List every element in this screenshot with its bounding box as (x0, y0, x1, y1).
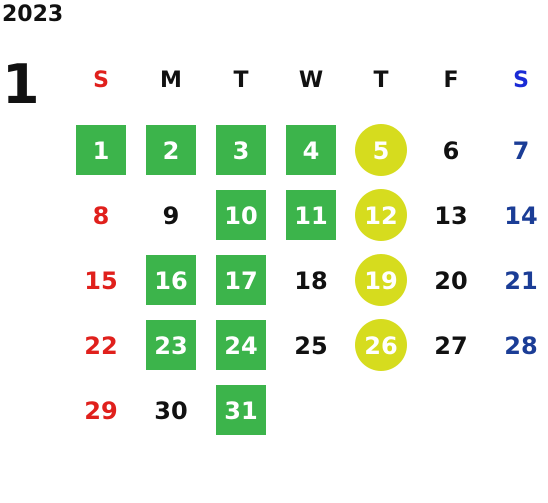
calendar-day-15[interactable]: 15 (66, 248, 136, 313)
calendar-day-23[interactable]: 23 (136, 313, 206, 378)
calendar-day-27[interactable]: 27 (416, 313, 486, 378)
highlight-square (216, 255, 266, 305)
day-number: 12 (364, 201, 398, 230)
calendar-day-30[interactable]: 30 (136, 378, 206, 443)
calendar-day-24[interactable]: 24 (206, 313, 276, 378)
day-number: 1 (92, 136, 110, 165)
highlight-square (146, 320, 196, 370)
calendar-day-29[interactable]: 29 (66, 378, 136, 443)
calendar-day-13[interactable]: 13 (416, 183, 486, 248)
day-number: 18 (294, 266, 328, 295)
day-number: 31 (224, 396, 258, 425)
calendar-day-25[interactable]: 25 (276, 313, 346, 378)
calendar-day-empty (276, 378, 346, 443)
calendar-day-empty (486, 378, 548, 443)
calendar-day-8[interactable]: 8 (66, 183, 136, 248)
calendar-day-empty (346, 378, 416, 443)
day-number: 4 (302, 136, 320, 165)
day-number: 30 (154, 396, 188, 425)
calendar-day-5[interactable]: 5 (346, 118, 416, 183)
weekday-header-thursday: T (373, 67, 389, 93)
weekday-header-saturday: S (513, 67, 529, 93)
day-number: 7 (512, 136, 530, 165)
day-number: 14 (504, 201, 538, 230)
calendar-day-19[interactable]: 19 (346, 248, 416, 313)
highlight-square (216, 190, 266, 240)
calendar-day-16[interactable]: 16 (136, 248, 206, 313)
weekday-header-row: S M T W T F S (66, 60, 548, 100)
year-label: 2023 (2, 2, 64, 27)
weekday-header-monday: M (160, 67, 182, 93)
calendar-day-9[interactable]: 9 (136, 183, 206, 248)
day-number: 16 (154, 266, 188, 295)
day-number: 19 (364, 266, 398, 295)
highlight-square (286, 190, 336, 240)
day-number: 20 (434, 266, 468, 295)
calendar-day-17[interactable]: 17 (206, 248, 276, 313)
calendar-day-14[interactable]: 14 (486, 183, 548, 248)
day-number: 11 (294, 201, 328, 230)
calendar-day-10[interactable]: 10 (206, 183, 276, 248)
day-number: 5 (372, 136, 390, 165)
day-number: 9 (162, 201, 180, 230)
day-number: 29 (84, 396, 118, 425)
highlight-square (146, 255, 196, 305)
calendar-day-2[interactable]: 2 (136, 118, 206, 183)
day-number: 22 (84, 331, 118, 360)
day-number: 21 (504, 266, 538, 295)
day-number: 28 (504, 331, 538, 360)
highlight-square (76, 125, 126, 175)
day-number: 8 (92, 201, 110, 230)
day-number: 24 (224, 331, 258, 360)
highlight-square (286, 125, 336, 175)
calendar-day-31[interactable]: 31 (206, 378, 276, 443)
calendar-day-empty (416, 378, 486, 443)
calendar-day-22[interactable]: 22 (66, 313, 136, 378)
day-number: 6 (442, 136, 460, 165)
calendar-day-21[interactable]: 21 (486, 248, 548, 313)
highlight-circle (355, 319, 407, 371)
day-number: 27 (434, 331, 468, 360)
highlight-circle (355, 254, 407, 306)
highlight-square (216, 385, 266, 435)
day-number: 26 (364, 331, 398, 360)
highlight-square (216, 125, 266, 175)
highlight-circle (355, 124, 407, 176)
calendar-day-20[interactable]: 20 (416, 248, 486, 313)
day-number: 13 (434, 201, 468, 230)
calendar-day-7[interactable]: 7 (486, 118, 548, 183)
highlight-square (146, 125, 196, 175)
calendar-day-1[interactable]: 1 (66, 118, 136, 183)
month-label: 1 (2, 53, 40, 116)
highlight-square (216, 320, 266, 370)
calendar-day-3[interactable]: 3 (206, 118, 276, 183)
day-number: 15 (84, 266, 118, 295)
calendar-day-4[interactable]: 4 (276, 118, 346, 183)
calendar-day-6[interactable]: 6 (416, 118, 486, 183)
day-number: 23 (154, 331, 188, 360)
weekday-header-tuesday: T (233, 67, 249, 93)
highlight-circle (355, 189, 407, 241)
weekday-header-wednesday: W (298, 67, 324, 93)
calendar-day-28[interactable]: 28 (486, 313, 548, 378)
day-number: 25 (294, 331, 328, 360)
day-number: 2 (162, 136, 180, 165)
weekday-header-sunday: S (93, 67, 109, 93)
day-number: 3 (232, 136, 250, 165)
calendar-day-11[interactable]: 11 (276, 183, 346, 248)
calendar-day-12[interactable]: 12 (346, 183, 416, 248)
day-number: 10 (224, 201, 258, 230)
calendar-day-26[interactable]: 26 (346, 313, 416, 378)
weekday-header-friday: F (443, 67, 459, 93)
day-number: 17 (224, 266, 258, 295)
calendar-day-18[interactable]: 18 (276, 248, 346, 313)
